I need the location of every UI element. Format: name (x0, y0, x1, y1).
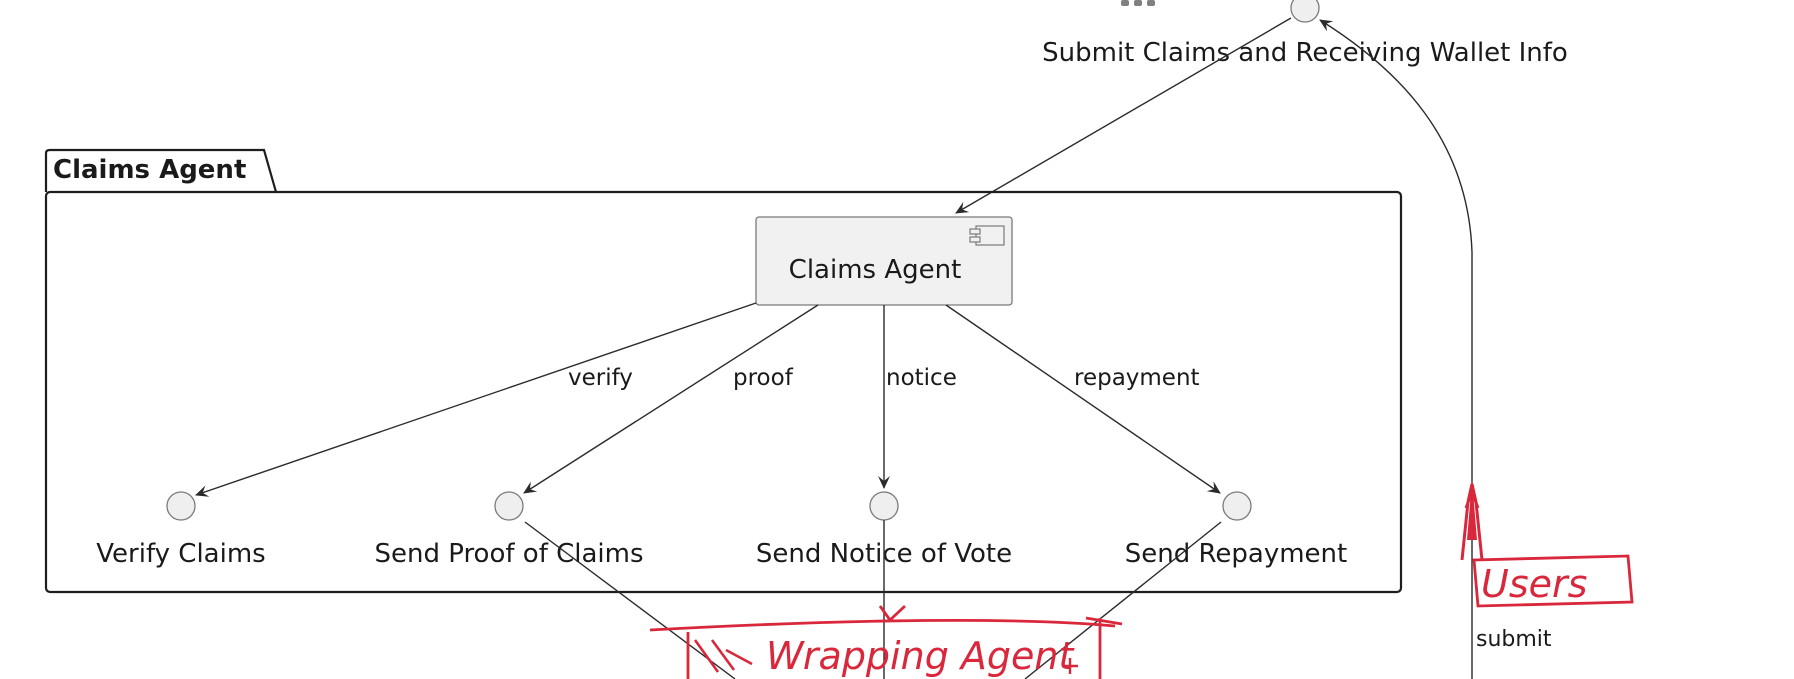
edge-repayment-down (1024, 521, 1222, 679)
truncated-element (1121, 0, 1155, 6)
interface-send-notice (869, 491, 899, 521)
edge-submit-to-agent (955, 17, 1292, 214)
package-tab (44, 148, 278, 193)
handwritten-users-annotation: Users (1460, 480, 1634, 608)
package-frame (44, 190, 1403, 594)
edge-users-submit (1319, 19, 1473, 679)
interface-send-proof (494, 491, 524, 521)
component-claims-agent-label: Claims Agent (789, 255, 962, 285)
edge-label-notice: notice (886, 365, 957, 391)
interface-send-proof-label: Send Proof of Claims (374, 539, 643, 569)
package-title: Claims Agent (53, 155, 246, 185)
handwritten-wrapping-agent-text: Wrapping Agent (766, 634, 1075, 678)
edge-label-proof: proof (733, 365, 794, 391)
edge-label-submit: submit (1476, 627, 1552, 652)
interface-verify-claims (166, 491, 196, 521)
handwritten-wrapping-agent-annotation: Wrapping Agent (649, 604, 1123, 679)
edge-label-verify: verify (568, 365, 633, 391)
interface-submit-claims (1290, 0, 1320, 23)
component-icon (969, 225, 1005, 246)
interface-verify-claims-label: Verify Claims (96, 539, 265, 569)
handwritten-users-text: Users (1481, 562, 1587, 606)
edge-proof-down (524, 521, 736, 679)
edge-label-repayment: repayment (1074, 365, 1200, 391)
interface-send-repayment-label: Send Repayment (1125, 539, 1347, 569)
edge-verify (195, 302, 757, 497)
edge-repayment (945, 304, 1221, 494)
interface-submit-claims-label: Submit Claims and Receiving Wallet Info (1042, 38, 1568, 68)
interface-send-repayment (1222, 491, 1252, 521)
edge-proof (523, 304, 819, 494)
